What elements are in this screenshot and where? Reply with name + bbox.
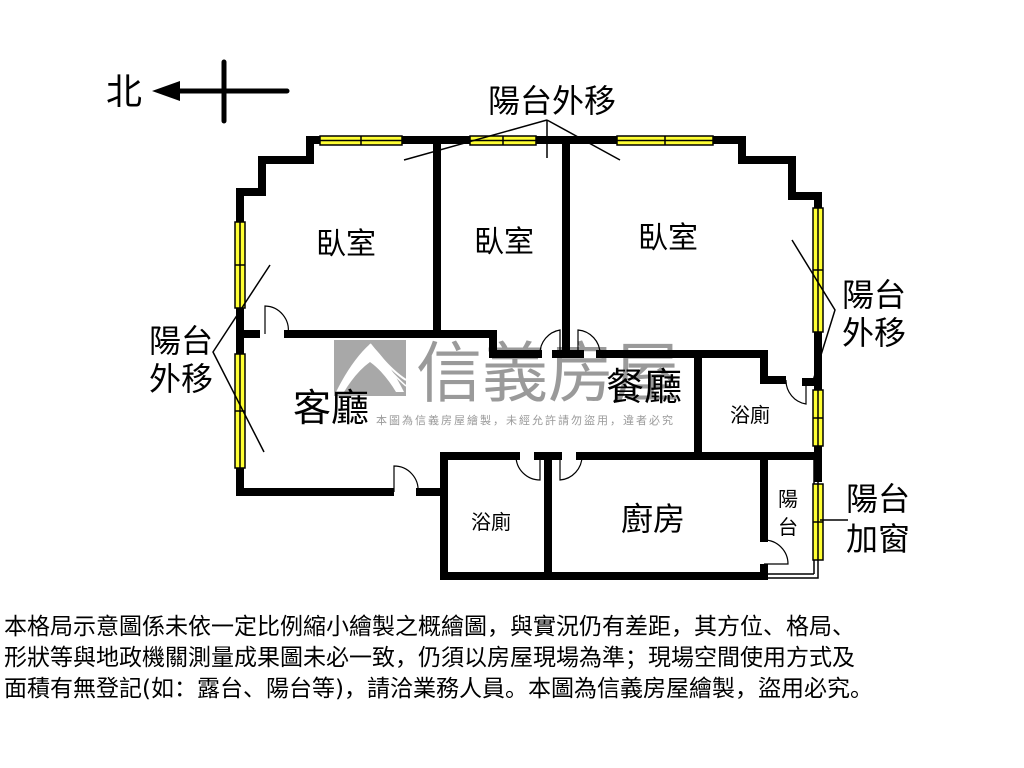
annotation-top-balcony-moved: 陽台外移	[488, 82, 616, 120]
watermark-notice: 本圖為信義房屋繪製，未經允許請勿盜用，違者必究	[376, 413, 675, 427]
disclaimer-line: 本格局示意圖係未依一定比例縮小繪製之概繪圖，與實況仍有差距，其方位、格局、	[4, 614, 855, 640]
walls	[236, 136, 822, 580]
windows	[234, 135, 824, 561]
room-label-bedroom-1: 臥室	[316, 227, 376, 262]
window-left-2	[234, 353, 246, 469]
disclaimer: 本格局示意圖係未依一定比例縮小繪製之概繪圖，與實況仍有差距，其方位、格局、 形狀…	[4, 612, 1024, 705]
annotation-window-added-1: 陽台	[846, 480, 910, 518]
room-label-dining-room: 餐廳	[606, 365, 682, 409]
window-top-2	[469, 135, 537, 146]
north-arrow-icon	[152, 59, 290, 124]
window-left-1	[234, 221, 246, 309]
door-bedroom-1	[264, 305, 289, 335]
door-bedroom-3	[577, 329, 601, 355]
door-kitchen	[559, 455, 583, 481]
window-right-1	[812, 207, 824, 333]
door-bedroom-2	[539, 329, 561, 355]
room-label-bathroom-1: 浴廁	[730, 403, 770, 427]
door-bathroom-2	[515, 455, 541, 481]
leader-lines	[212, 119, 848, 521]
door-balcony	[763, 539, 789, 565]
room-label-kitchen: 廚房	[621, 500, 685, 538]
window-top-1	[319, 135, 403, 146]
window-top-3	[616, 135, 714, 146]
disclaimer-line: 面積有無登記(如：露台、陽台等)，請洽業務人員。本圖為信義房屋繪製，盜用必究。	[4, 676, 873, 702]
room-label-bedroom-2: 臥室	[474, 225, 534, 260]
annotation-right-balcony-1: 陽台	[842, 276, 906, 314]
floor-plan: 信義房屋 本圖為信義房屋繪製，未經允許請勿盜用，違者必究 北	[106, 59, 910, 580]
door-bathroom-1	[785, 379, 807, 405]
doors	[264, 305, 807, 565]
room-label-balcony-2: 台	[778, 515, 798, 539]
watermark: 信義房屋 本圖為信義房屋繪製，未經允許請勿盜用，違者必究	[334, 335, 680, 427]
disclaimer-line: 形狀等與地政機關測量成果圖未必一致，仍須以房屋現場為準；現場空間使用方式及	[4, 645, 855, 671]
annotation-left-balcony-2: 外移	[149, 360, 213, 398]
brand-logo-icon	[334, 340, 407, 396]
door-entrance	[393, 465, 419, 493]
watermark-brand: 信義房屋	[416, 335, 680, 412]
annotation-left-balcony-1: 陽台	[149, 322, 213, 360]
annotation-right-balcony-2: 外移	[842, 314, 906, 352]
compass-north-label: 北	[106, 72, 142, 113]
room-label-balcony-1: 陽	[778, 487, 798, 511]
room-label-bathroom-2: 浴廁	[471, 510, 511, 534]
annotation-window-added-2: 加窗	[846, 520, 910, 558]
window-right-2	[812, 389, 824, 447]
room-label-living-room: 客廳	[293, 386, 369, 430]
room-label-bedroom-3: 臥室	[638, 221, 698, 256]
window-right-3	[812, 483, 824, 561]
